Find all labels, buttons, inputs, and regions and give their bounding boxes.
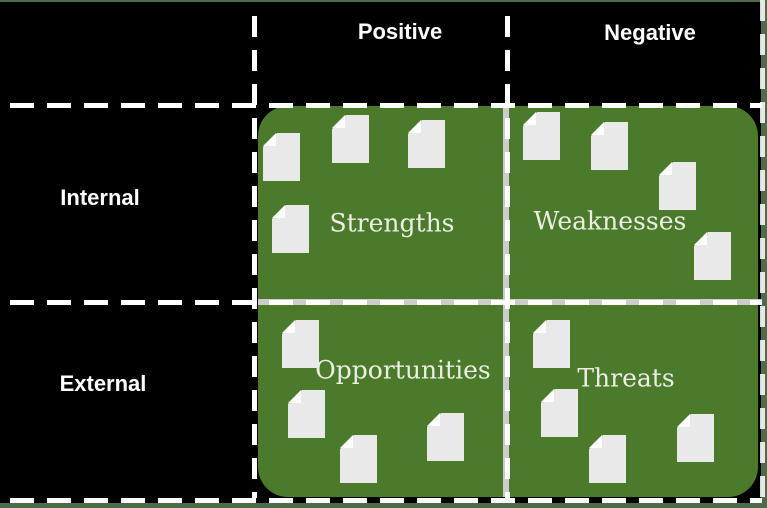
document-icon	[523, 112, 560, 160]
document-fold-corner	[340, 435, 353, 448]
document-fold-corner	[659, 162, 672, 175]
document-icon	[533, 320, 570, 368]
document-icon	[340, 435, 377, 483]
document-page	[288, 390, 325, 438]
quadrant-label-weaknesses: Weaknesses	[533, 206, 687, 236]
row-header-external: External	[59, 371, 147, 396]
document-icon	[288, 390, 325, 438]
document-page	[282, 320, 319, 368]
document-page	[272, 205, 309, 253]
document-page	[541, 389, 578, 437]
document-page	[533, 320, 570, 368]
document-icon	[541, 389, 578, 437]
document-icon	[589, 435, 626, 483]
document-fold-corner	[282, 320, 295, 333]
document-page	[340, 435, 377, 483]
document-fold-corner	[541, 389, 554, 402]
document-fold-corner	[272, 205, 285, 218]
slide-border-bottom	[0, 503, 767, 508]
document-page	[677, 414, 714, 462]
slide-border-top	[0, 0, 767, 2]
quadrant-label-opportunities: Opportunities	[315, 355, 491, 385]
dashed-grid-line-horizontal-top	[10, 103, 762, 108]
document-icon	[677, 414, 714, 462]
document-icon	[591, 122, 628, 170]
document-page	[694, 232, 731, 280]
column-header-negative: Negative	[604, 20, 696, 45]
document-fold-corner	[677, 414, 690, 427]
document-fold-corner	[591, 122, 604, 135]
document-fold-corner	[427, 413, 440, 426]
document-page	[659, 162, 696, 210]
document-page	[263, 133, 300, 181]
document-page	[589, 435, 626, 483]
dashed-grid-line-vertical-middle	[505, 16, 510, 498]
document-icon	[263, 133, 300, 181]
dashed-grid-line-horizontal-bottom	[10, 498, 762, 503]
document-fold-corner	[523, 112, 536, 125]
quadrant-label-threats: Threats	[577, 363, 675, 393]
document-page	[523, 112, 560, 160]
document-fold-corner	[332, 115, 345, 128]
document-icon	[282, 320, 319, 368]
document-icon	[694, 232, 731, 280]
document-page	[427, 413, 464, 461]
document-fold-corner	[533, 320, 546, 333]
document-icon	[659, 162, 696, 210]
document-icon	[332, 115, 369, 163]
row-header-internal: Internal	[60, 185, 140, 210]
quadrant-label-strengths: Strengths	[329, 208, 455, 238]
dashed-grid-line-horizontal-middle	[10, 300, 762, 305]
document-page	[408, 120, 445, 168]
document-fold-corner	[589, 435, 602, 448]
document-fold-corner	[694, 232, 707, 245]
column-header-positive: Positive	[357, 19, 443, 44]
document-page	[332, 115, 369, 163]
document-icon	[408, 120, 445, 168]
document-icon	[427, 413, 464, 461]
document-fold-corner	[408, 120, 421, 133]
document-icon	[272, 205, 309, 253]
document-fold-corner	[288, 390, 301, 403]
dashed-grid-line-vertical-left	[252, 16, 257, 498]
dashed-grid-line-vertical-right	[760, 0, 765, 503]
document-fold-corner	[263, 133, 276, 146]
document-page	[591, 122, 628, 170]
